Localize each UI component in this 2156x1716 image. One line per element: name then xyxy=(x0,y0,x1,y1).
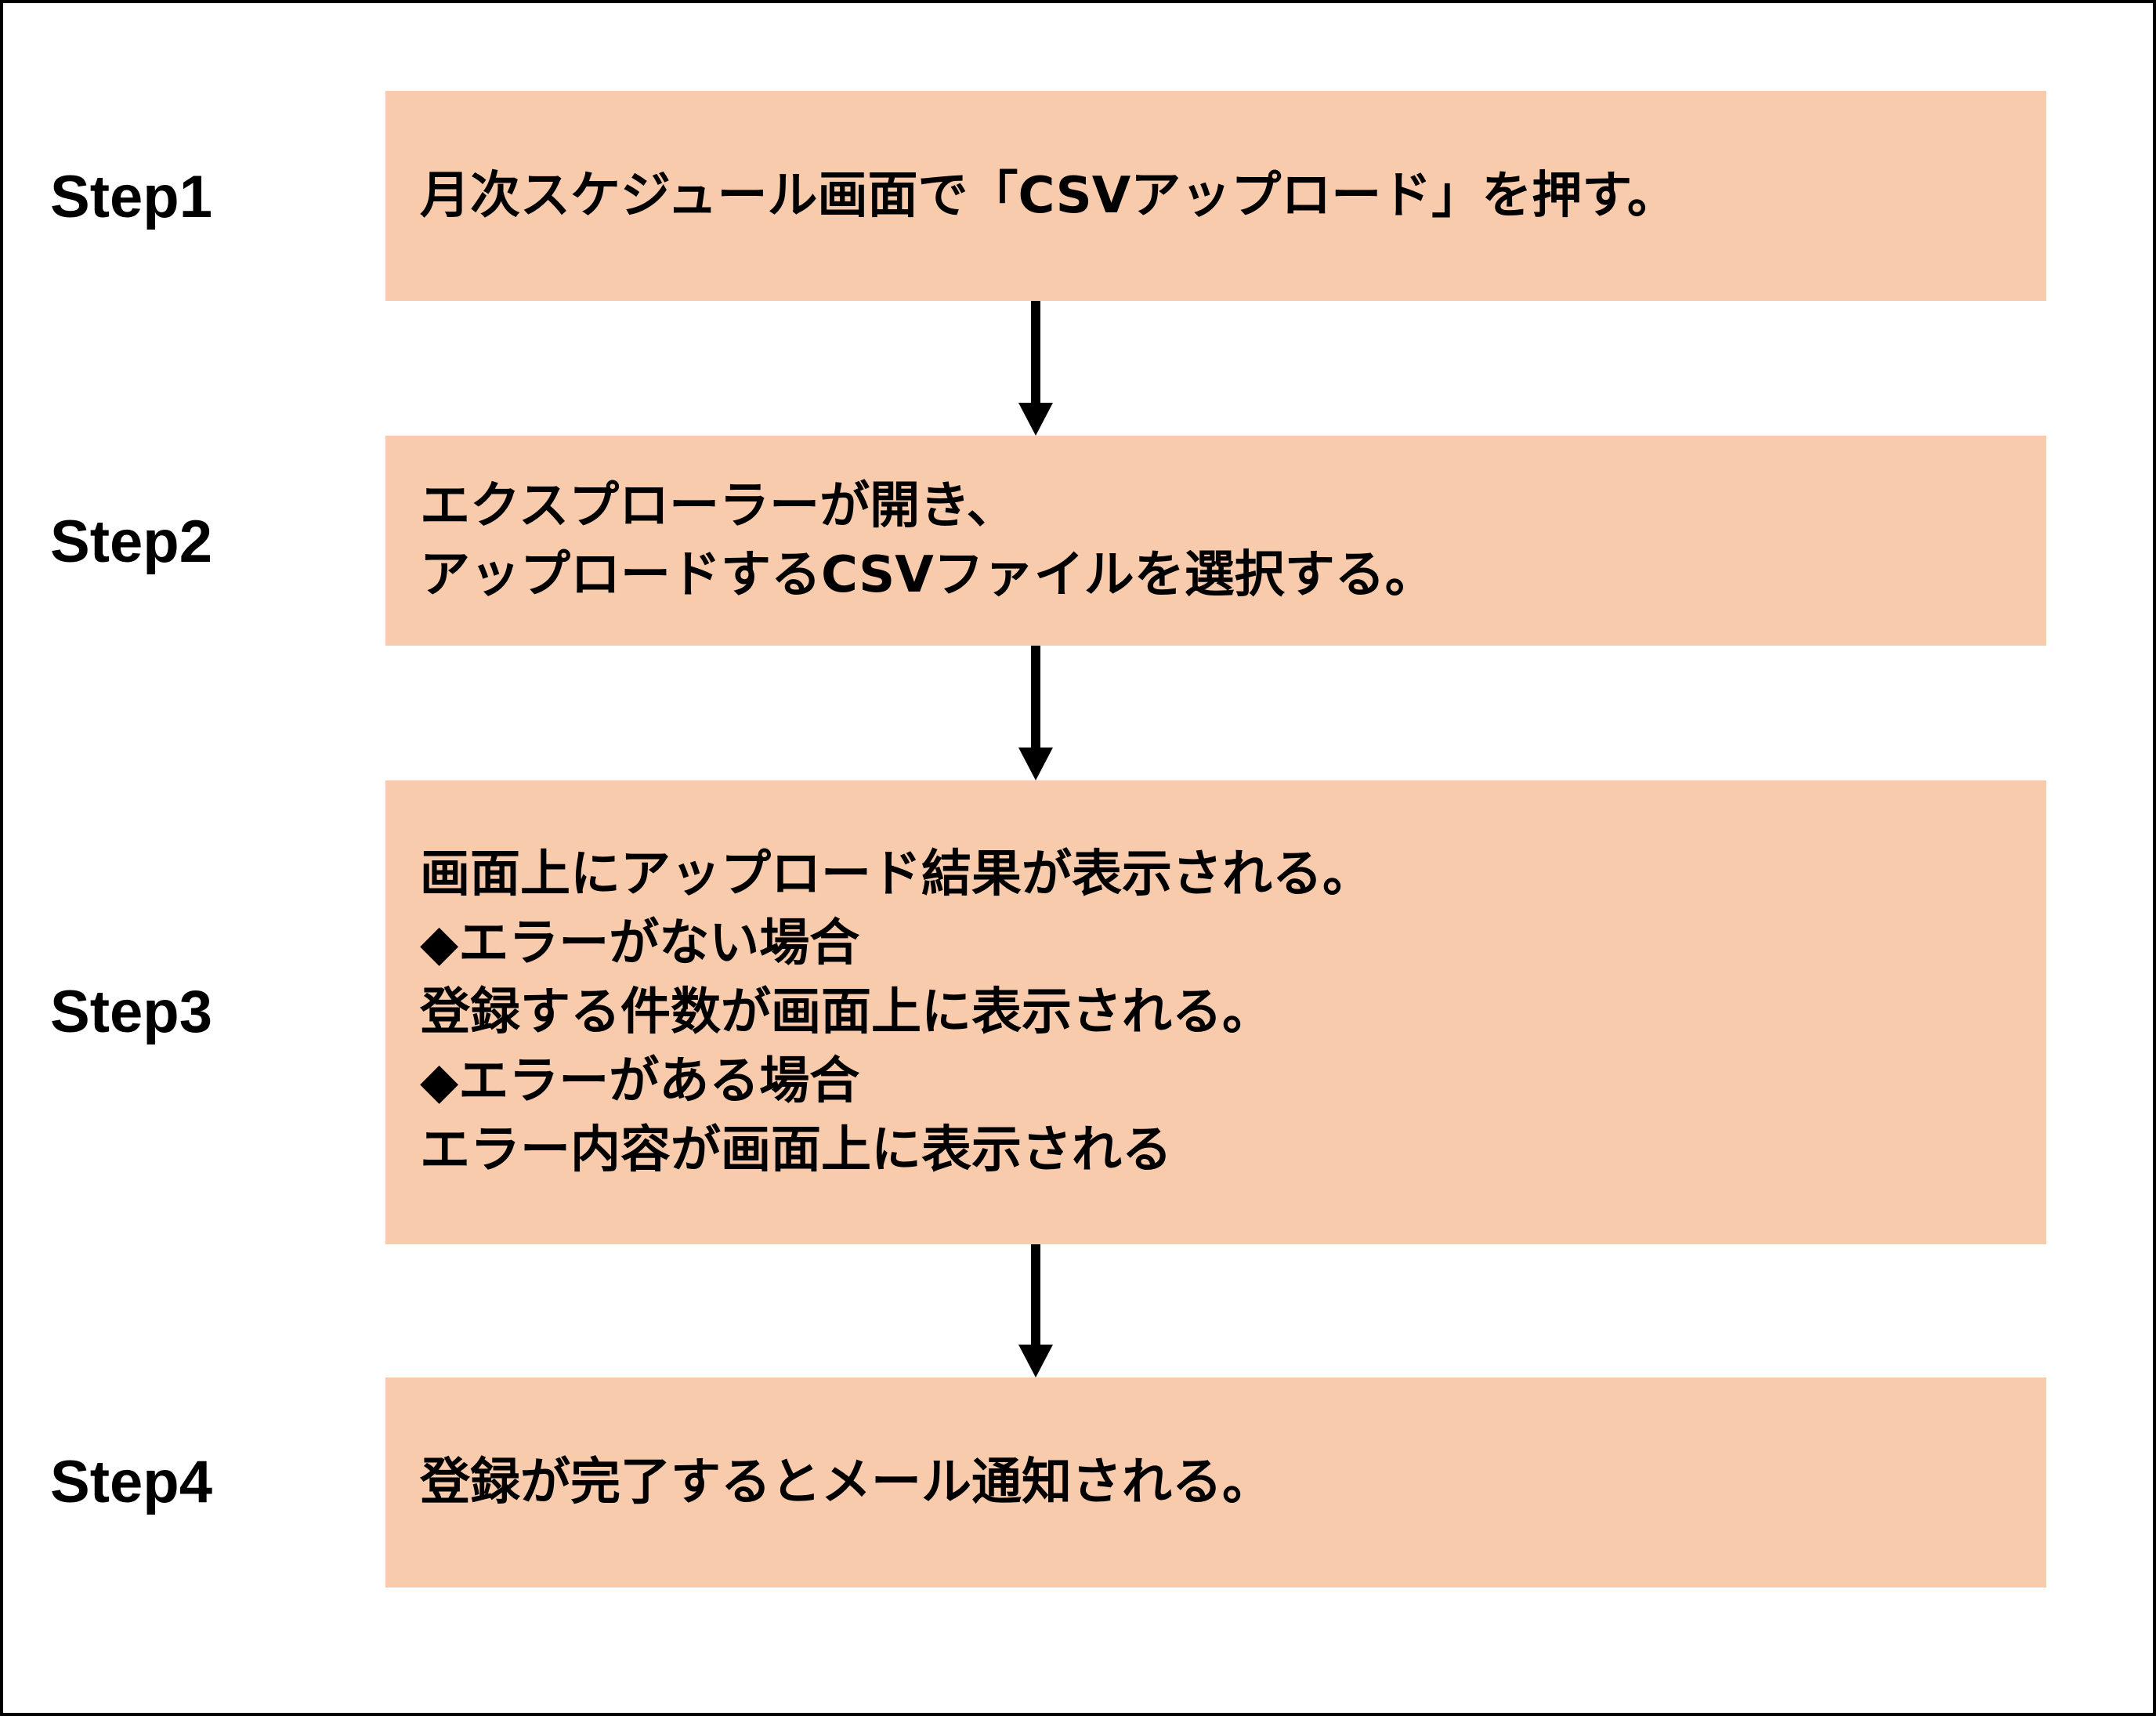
step3-box: 画面上にアップロード結果が表示される。 ◆エラーがない場合 登録する件数が画面上… xyxy=(385,780,2046,1244)
step1-text-line-1: 月次スケジュール画面で「CSVアップロード」を押す。 xyxy=(420,167,1677,225)
step2-label: Step2 xyxy=(50,509,212,575)
step4-box: 登録が完了するとメール通知される。 xyxy=(385,1378,2046,1587)
step2-text-line-1: エクスプローラーが開き、 xyxy=(420,477,1017,535)
step1-label: Step1 xyxy=(50,164,212,230)
arrow-step3-to-step4 xyxy=(1018,1244,1053,1378)
step4-label: Step4 xyxy=(50,1449,212,1515)
step2-text-line-2: アップロードするCSVファイルを選択する。 xyxy=(420,546,1435,604)
arrow-step1-to-step2 xyxy=(1018,301,1053,436)
step4-text-line-1: 登録が完了するとメール通知される。 xyxy=(420,1454,1272,1511)
arrow-step2-to-step3 xyxy=(1018,646,1053,780)
step3-text-line-4: ◆エラーがある場合 xyxy=(420,1052,860,1110)
step3-label: Step3 xyxy=(50,979,212,1045)
step3-text-line-3: 登録する件数が画面上に表示される。 xyxy=(420,983,1272,1041)
step2-box: エクスプローラーが開き、 アップロードするCSVファイルを選択する。 xyxy=(385,436,2046,646)
step3-text-line-2: ◆エラーがない場合 xyxy=(420,914,860,972)
step1-box: 月次スケジュール画面で「CSVアップロード」を押す。 xyxy=(385,91,2046,301)
step3-text-line-1: 画面上にアップロード結果が表示される。 xyxy=(420,845,1373,903)
step3-text-line-5: エラー内容が画面上に表示される xyxy=(420,1121,1172,1179)
